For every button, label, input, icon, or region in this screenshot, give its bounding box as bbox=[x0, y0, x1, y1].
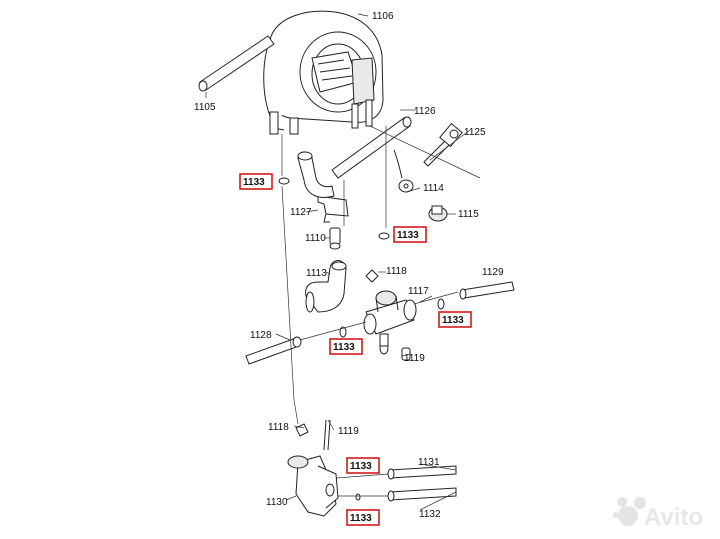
label-1130: 1130 bbox=[266, 497, 288, 508]
pipe-1126 bbox=[331, 116, 412, 179]
tee-block-1117 bbox=[363, 290, 417, 355]
label-1110: 1110 bbox=[305, 233, 326, 244]
hose-1128 bbox=[245, 336, 302, 365]
svg-text:1133: 1133 bbox=[397, 230, 419, 241]
clip-1118 bbox=[365, 269, 379, 283]
label-1117: 1117 bbox=[408, 286, 429, 297]
label-1119-lower: 1119 bbox=[338, 426, 359, 437]
label-1129: 1129 bbox=[482, 267, 504, 278]
label-1118-upper: 1118 bbox=[386, 266, 407, 277]
fitting-1110 bbox=[329, 227, 341, 250]
elbow-tube bbox=[297, 151, 335, 198]
heater-body bbox=[263, 10, 384, 135]
watermark-dot-medium bbox=[617, 497, 627, 507]
hoses-1131-1132 bbox=[387, 465, 457, 502]
highlight-1133-f: 1133 bbox=[346, 509, 380, 526]
svg-text:1133: 1133 bbox=[350, 513, 372, 524]
label-1127: 1127 bbox=[290, 207, 312, 218]
svg-text:1133: 1133 bbox=[243, 177, 265, 188]
leader-lines bbox=[205, 13, 481, 511]
label-1115: 1115 bbox=[458, 209, 479, 220]
highlight-1133-c: 1133 bbox=[438, 311, 472, 328]
watermark-dot-tiny bbox=[613, 512, 619, 518]
avito-watermark: Avito bbox=[613, 497, 703, 531]
highlight-1133-e: 1133 bbox=[346, 457, 380, 474]
label-1132: 1132 bbox=[419, 509, 441, 520]
label-1118-lower: 1118 bbox=[268, 422, 289, 433]
highlighted-1133-labels: 1133 1133 1133 1133 1133 1133 bbox=[239, 173, 472, 526]
label-1119-middle: 1119 bbox=[404, 353, 425, 364]
hose-elbow-1113 bbox=[305, 260, 347, 313]
watermark-dot-large bbox=[618, 506, 638, 526]
part-labels: 1106 1105 1126 1125 1114 1115 1127 1110 … bbox=[194, 11, 504, 520]
probe-1114 bbox=[393, 149, 414, 193]
svg-text:1133: 1133 bbox=[333, 342, 355, 353]
label-1128: 1128 bbox=[250, 330, 272, 341]
label-1131: 1131 bbox=[418, 457, 440, 468]
bracket-1127 bbox=[317, 195, 349, 223]
label-1106: 1106 bbox=[372, 11, 394, 22]
watermark-dot-small bbox=[634, 497, 646, 509]
hose-1129 bbox=[459, 281, 515, 300]
label-1125: 1125 bbox=[464, 127, 486, 138]
pipe-1105 bbox=[198, 35, 275, 92]
highlight-1133-d: 1133 bbox=[329, 338, 363, 355]
watermark-text: Avito bbox=[644, 504, 703, 531]
highlight-1133-a: 1133 bbox=[239, 173, 273, 190]
valve-1130 bbox=[287, 419, 339, 517]
sensor-1125 bbox=[423, 122, 463, 167]
label-1113: 1113 bbox=[306, 268, 327, 279]
svg-text:1133: 1133 bbox=[442, 315, 464, 326]
svg-text:1133: 1133 bbox=[350, 461, 372, 472]
label-1114: 1114 bbox=[423, 183, 444, 194]
highlight-1133-b: 1133 bbox=[393, 226, 427, 243]
label-1126: 1126 bbox=[414, 106, 436, 117]
label-1105: 1105 bbox=[194, 102, 216, 113]
bolt-1115 bbox=[428, 205, 448, 222]
